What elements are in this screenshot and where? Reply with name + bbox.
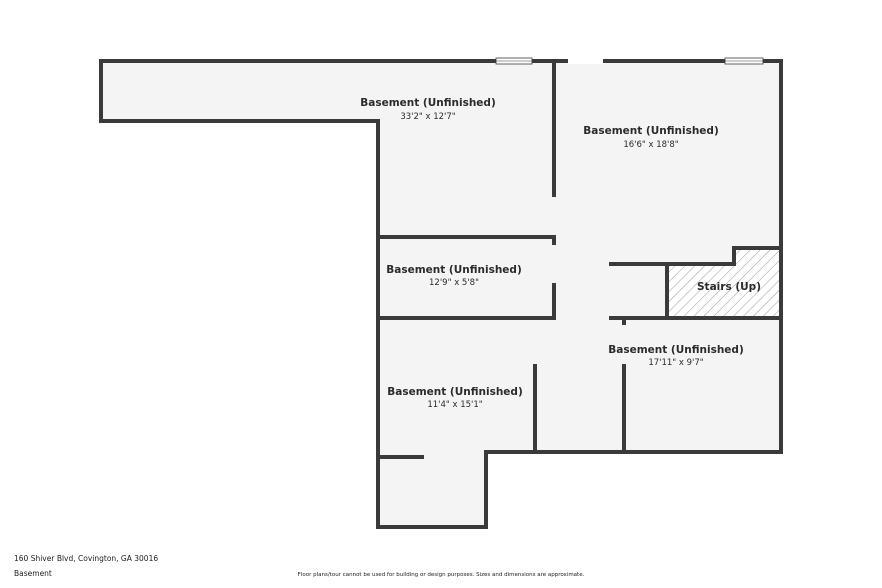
- room-name-bottom-left: Basement (Unfinished): [387, 386, 523, 398]
- room-name-top-right: Basement (Unfinished): [583, 125, 719, 137]
- floor-level-label: Basement: [14, 569, 52, 578]
- room-dims-bottom-right: 17'11" x 9'7": [648, 358, 703, 368]
- disclaimer-text: Floor plans/tour cannot be used for buil…: [297, 572, 585, 578]
- room-dims-top-left: 33'2" x 12'7": [400, 112, 455, 122]
- property-address: 160 Shiver Blvd, Covington, GA 30016: [14, 554, 159, 563]
- room-dims-middle: 12'9" x 5'8": [429, 278, 479, 288]
- room-name-top-left: Basement (Unfinished): [360, 97, 496, 109]
- outer-wall: [99, 59, 783, 529]
- stairs-label: Stairs (Up): [697, 281, 761, 293]
- windows: [495, 57, 764, 65]
- floor-area: [101, 61, 781, 527]
- room-dims-bottom-left: 11'4" x 15'1": [427, 400, 482, 410]
- room-name-bottom-right: Basement (Unfinished): [608, 344, 744, 356]
- window: [568, 58, 603, 64]
- interior-walls: [378, 61, 781, 459]
- room-name-middle: Basement (Unfinished): [386, 264, 522, 276]
- room-dims-top-right: 16'6" x 18'8": [623, 140, 678, 150]
